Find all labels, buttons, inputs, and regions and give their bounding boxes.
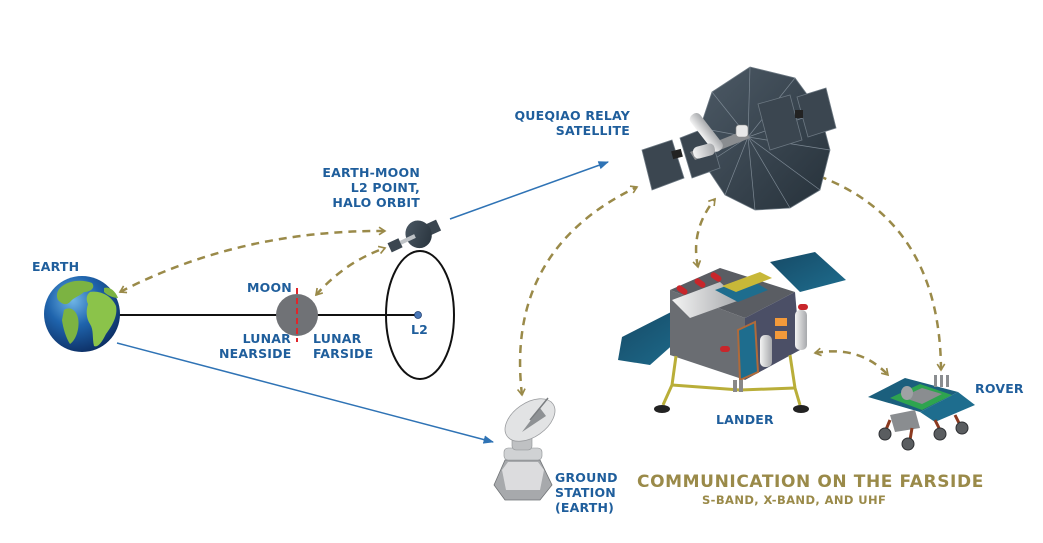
ground-station-label: GROUND STATION (EARTH) (555, 470, 618, 515)
lunar-farside-line-1: LUNAR (313, 331, 362, 346)
ground-station-line-3: (EARTH) (555, 500, 615, 515)
queqiao-satellite-icon (641, 66, 837, 211)
l2-point-halo-orbit-label: EARTH-MOON L2 POINT, HALO ORBIT (310, 165, 420, 210)
earth-l2-link (120, 231, 385, 292)
diagram-title: COMMUNICATION ON THE FARSIDE (637, 472, 984, 492)
queqiao-line-1: QUEQIAO RELAY (514, 108, 630, 123)
lander-rover-link (815, 351, 888, 375)
l2-to-queqiao-arrow (449, 161, 609, 220)
rover-label: ROVER (975, 381, 1024, 396)
earth-to-ground-station-arrow (116, 342, 495, 444)
earth-icon (44, 276, 120, 352)
lander-label: LANDER (716, 412, 774, 427)
l2-relay-satellite-icon (387, 219, 442, 253)
halo-orbit (385, 250, 455, 380)
lunar-farside-line-2: FARSIDE (313, 346, 374, 361)
moon-label: MOON (247, 280, 292, 295)
l2-point-line-3: HALO ORBIT (332, 195, 420, 210)
queqiao-line-2: SATELLITE (555, 123, 630, 138)
diagram-subtitle: S-BAND, X-BAND, AND UHF (702, 493, 887, 507)
rover-queqiao-link (816, 175, 941, 370)
lunar-farside-label: LUNAR FARSIDE (313, 331, 373, 361)
moon-l2-link (316, 248, 385, 295)
lunar-nearside-line-1: LUNAR (242, 331, 291, 346)
l2-point-line-1: EARTH-MOON (322, 165, 420, 180)
lander-queqiao-link (696, 199, 715, 267)
l2-label: L2 (411, 322, 429, 337)
moon-icon (276, 288, 318, 342)
ground-queqiao-link (520, 187, 637, 395)
l2-point-line-2: L2 POINT, (350, 180, 420, 195)
earth-label: EARTH (32, 259, 80, 274)
queqiao-relay-satellite-label: QUEQIAO RELAY SATELLITE (510, 108, 630, 138)
lunar-nearside-label: LUNAR NEARSIDE (219, 331, 291, 361)
ground-station-line-2: STATION (555, 485, 616, 500)
ground-station-line-1: GROUND (555, 470, 618, 485)
lunar-nearside-line-2: NEARSIDE (219, 346, 292, 361)
rover-icon (868, 375, 975, 451)
lander-icon (618, 252, 846, 413)
ground-station-icon (493, 397, 556, 501)
l2-point-marker (414, 311, 422, 319)
